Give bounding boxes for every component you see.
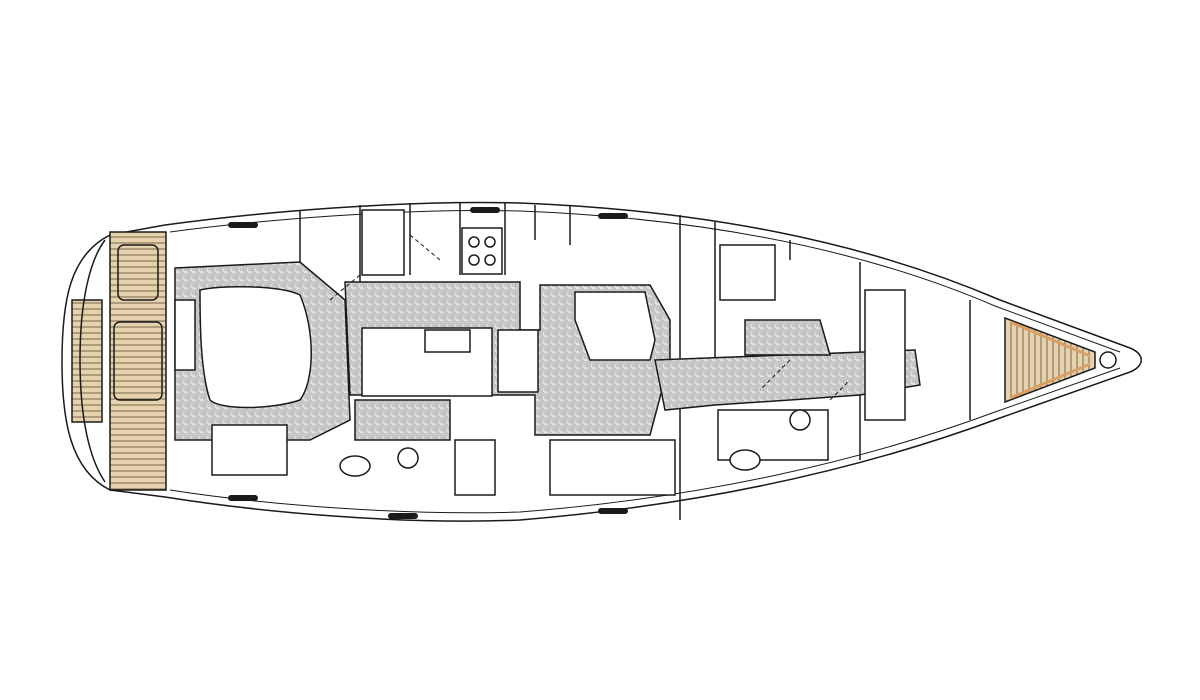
nav-seat xyxy=(454,439,496,496)
forward-passage-floor xyxy=(654,349,921,411)
galley-counter xyxy=(361,209,405,276)
saloon-settee xyxy=(549,439,676,496)
door-swings xyxy=(329,234,851,401)
cockpit-seat-port xyxy=(174,299,196,371)
cockpit-seat-cushion xyxy=(211,424,288,476)
fwd-toilet xyxy=(789,409,811,431)
vberth xyxy=(864,289,906,421)
aft-toilet xyxy=(397,447,419,469)
cockpit-table xyxy=(199,286,312,409)
bow-fitting xyxy=(1099,351,1117,369)
companionway-steps xyxy=(497,329,539,393)
stern-hatch xyxy=(117,244,159,301)
bow-pulpit xyxy=(1009,320,1091,400)
stern-deck-teak xyxy=(109,231,167,491)
forward-cabin-floor xyxy=(744,319,831,356)
fwd-berth-port xyxy=(719,244,776,301)
aft-basin xyxy=(339,455,371,477)
aft-head-floor xyxy=(354,399,451,441)
portlights xyxy=(228,207,628,519)
deck-inner-line xyxy=(169,210,1121,514)
stove xyxy=(461,227,503,275)
saloon-table xyxy=(574,291,656,361)
stern-rail xyxy=(79,239,106,483)
fwd-basin xyxy=(729,449,761,471)
bow-teak xyxy=(1004,316,1096,404)
swim-platform-teak xyxy=(71,299,103,423)
galley-sink xyxy=(424,329,471,353)
stern-locker xyxy=(113,321,163,401)
